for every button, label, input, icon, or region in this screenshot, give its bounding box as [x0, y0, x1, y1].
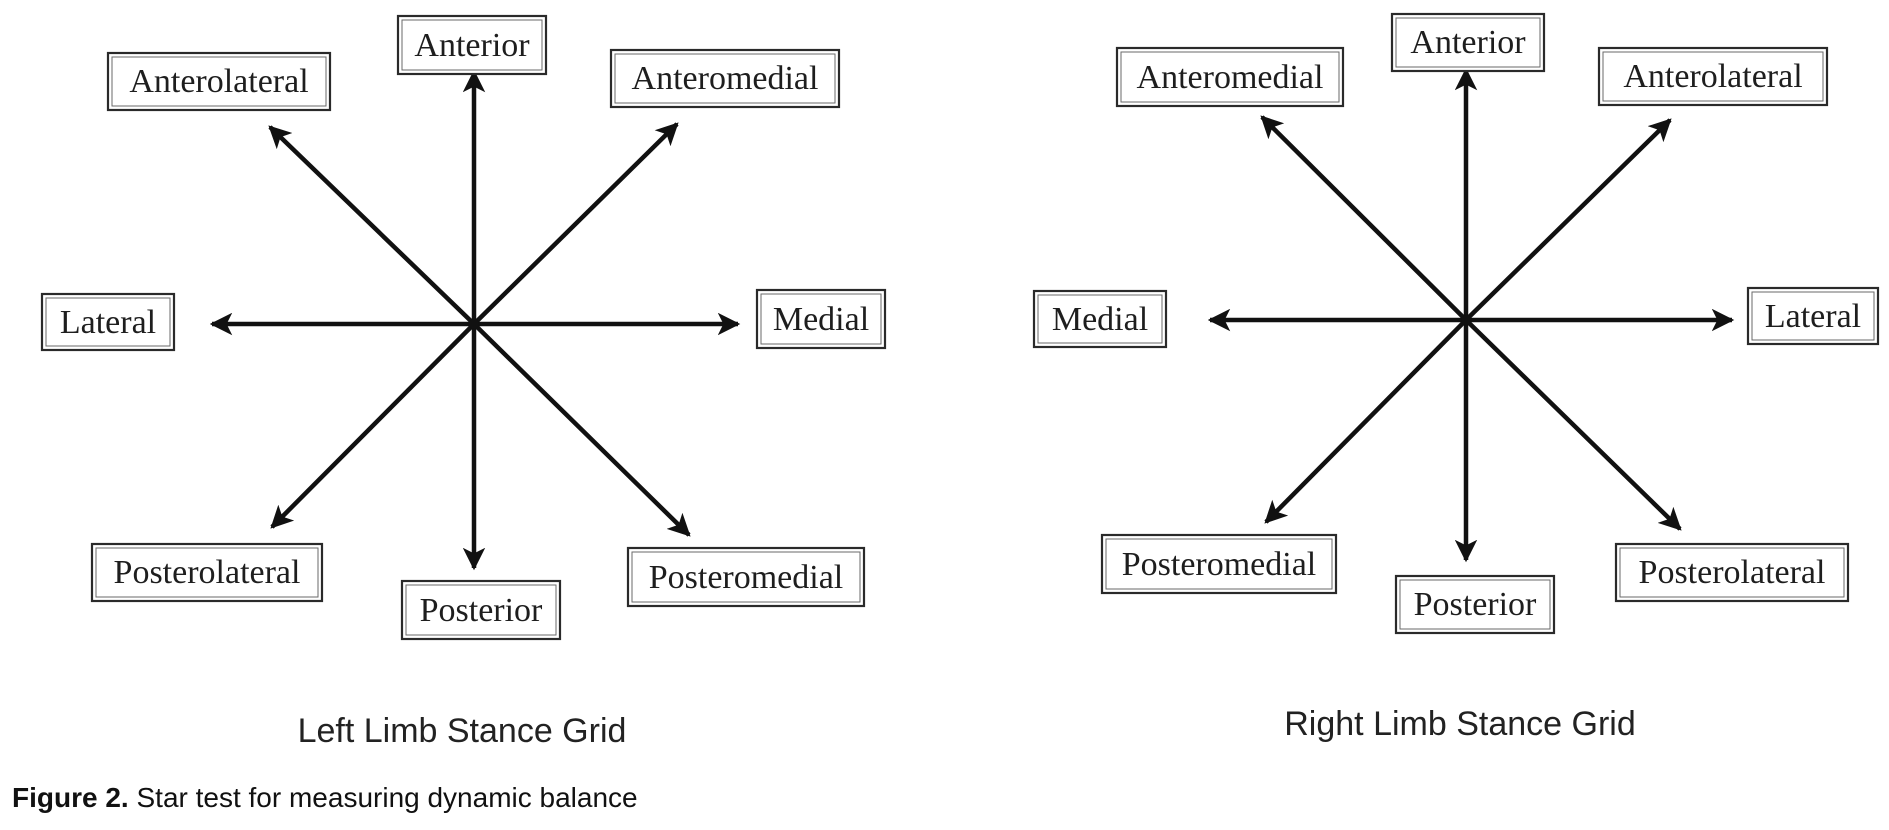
svg-text:Medial: Medial: [773, 301, 869, 338]
svg-text:Anteromedial: Anteromedial: [632, 60, 819, 97]
left-arrow-anteromedial: [472, 122, 679, 326]
svg-text:Posteromedial: Posteromedial: [1122, 546, 1317, 583]
right-arrow-anteromedial: [1260, 115, 1468, 322]
right-label-lateral: Lateral: [1746, 286, 1880, 346]
svg-text:Lateral: Lateral: [60, 304, 156, 341]
svg-text:Posteromedial: Posteromedial: [649, 559, 844, 596]
left-grid-center-point: [469, 319, 479, 329]
svg-text:Lateral: Lateral: [1765, 298, 1861, 335]
figure-number: Figure 2.: [12, 782, 129, 813]
left-label-medial: Medial: [755, 288, 887, 350]
svg-text:Medial: Medial: [1052, 301, 1148, 338]
left-label-anterior: Anterior: [396, 14, 548, 76]
left-arrow-posteromedial: [472, 322, 691, 537]
svg-text:Anterior: Anterior: [414, 27, 530, 64]
right-label-posteromedial: Posteromedial: [1100, 533, 1338, 595]
left-label-posteromedial: Posteromedial: [626, 546, 866, 608]
left-arrow-anterolateral: [268, 125, 476, 326]
left-label-anterolateral: Anterolateral: [106, 51, 332, 112]
right-label-anterolateral: Anterolateral: [1597, 46, 1829, 107]
svg-text:Posterolateral: Posterolateral: [1639, 554, 1826, 591]
svg-text:Posterior: Posterior: [420, 592, 543, 629]
right-grid-arrows: [1207, 67, 1735, 563]
left-label-posterolateral: Posterolateral: [90, 542, 324, 603]
right-label-posterior: Posterior: [1394, 574, 1556, 635]
right-grid-title: Right Limb Stance Grid: [1284, 705, 1636, 743]
right-label-anteromedial: Anteromedial: [1115, 46, 1345, 108]
right-arrow-posterolateral: [1464, 318, 1682, 531]
right-arrow-posteromedial: [1264, 318, 1468, 524]
figure-caption-text: Star test for measuring dynamic balance: [128, 782, 638, 813]
left-label-posterior: Posterior: [400, 579, 562, 641]
svg-text:Anterolateral: Anterolateral: [1623, 58, 1802, 95]
svg-text:Posterior: Posterior: [1414, 586, 1537, 623]
right-grid-center-point: [1461, 315, 1471, 325]
right-label-posterolateral: Posterolateral: [1614, 542, 1850, 603]
left-arrow-posterolateral: [270, 322, 476, 529]
svg-text:Posterolateral: Posterolateral: [114, 554, 301, 591]
svg-text:Anterior: Anterior: [1410, 24, 1526, 61]
left-limb-stance-grid: Anterior Anterolateral Anteromedial Late…: [40, 14, 887, 750]
left-grid-arrows: [209, 69, 741, 571]
right-label-medial: Medial: [1032, 289, 1168, 349]
right-arrow-anterolateral: [1464, 118, 1672, 322]
right-limb-stance-grid: Anterior Anteromedial Anterolateral Medi…: [1032, 12, 1880, 743]
left-label-anteromedial: Anteromedial: [609, 48, 841, 109]
svg-text:Anteromedial: Anteromedial: [1137, 59, 1324, 96]
figure-caption: Figure 2. Star test for measuring dynami…: [12, 782, 638, 814]
right-label-anterior: Anterior: [1390, 12, 1546, 73]
svg-text:Anterolateral: Anterolateral: [129, 63, 308, 100]
left-grid-title: Left Limb Stance Grid: [298, 712, 627, 750]
left-label-lateral: Lateral: [40, 292, 176, 352]
